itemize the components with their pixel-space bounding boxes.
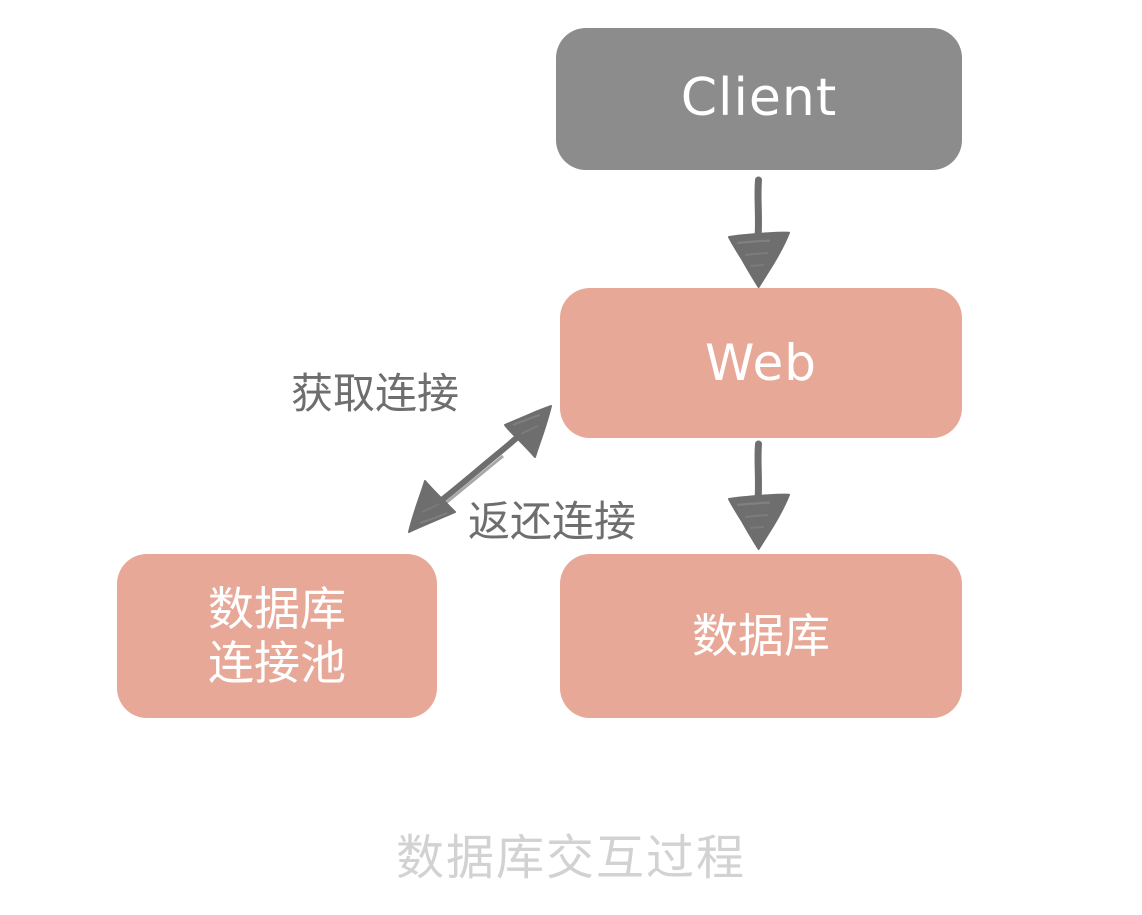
node-database-connection-pool-label: 数据库 连接池 (208, 581, 346, 690)
node-database-connection-pool[interactable]: 数据库 连接池 (117, 554, 437, 718)
node-client[interactable]: Client (556, 28, 962, 170)
node-client-label: Client (680, 68, 838, 129)
edge-label-release-connection: 返还连接 (468, 497, 637, 546)
node-database[interactable]: 数据库 (560, 554, 962, 718)
node-web[interactable]: Web (560, 288, 962, 438)
arrow-web-to-db (728, 440, 790, 550)
node-database-label: 数据库 (692, 608, 830, 663)
arrow-client-to-web (728, 176, 790, 288)
diagram-caption: 数据库交互过程 (395, 830, 746, 886)
edge-label-acquire-connection: 获取连接 (291, 369, 460, 418)
node-web-label: Web (704, 333, 817, 392)
